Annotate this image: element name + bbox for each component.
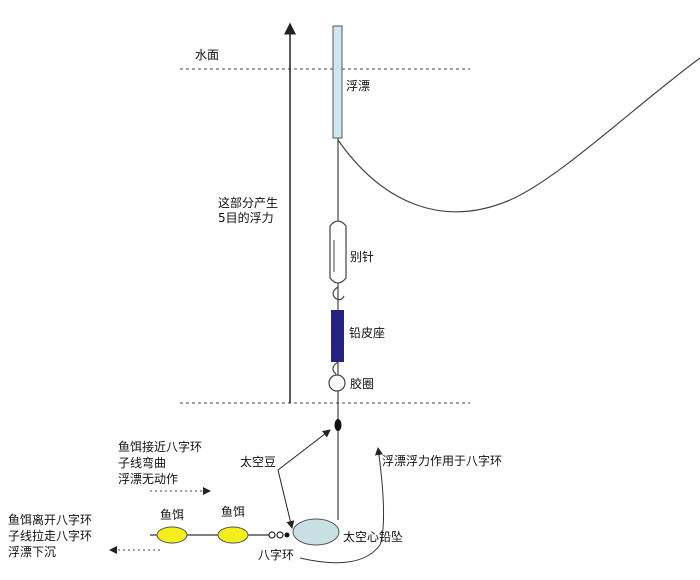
lead-holder-label: 铅皮座 [349, 326, 386, 340]
rubber-ring [328, 374, 346, 392]
space-bean [334, 419, 342, 431]
pin-label: 别针 [350, 250, 375, 264]
swivel-label: 八字环 [258, 548, 295, 562]
bait-away-line3: 浮漂下沉 [8, 545, 57, 559]
pin-hook [332, 286, 345, 301]
pin [329, 220, 347, 284]
rubber-ring-label: 胶圈 [350, 377, 375, 391]
rod-line-curve [337, 57, 700, 213]
bait-near-line3: 浮漂无动作 [118, 472, 179, 486]
bait-a-label: 鱼饵 [160, 508, 185, 522]
bait-b-label: 鱼饵 [221, 505, 246, 519]
swivel-dot [284, 532, 290, 538]
bait-b [217, 526, 249, 544]
water-surface-label: 水面 [195, 48, 220, 62]
bait-near-line2: 子线弯曲 [118, 456, 167, 470]
buoyancy-label-line2: 5目的浮力 [218, 211, 274, 225]
float-label: 浮漂 [346, 79, 371, 93]
space-bean-arrow-up [277, 429, 331, 471]
float-stick [332, 25, 343, 139]
space-bean-label: 太空豆 [240, 455, 277, 469]
bait-a [156, 526, 188, 544]
bait-near-line1: 鱼饵接近八字环 [118, 440, 203, 454]
swivel-ring-b [276, 531, 284, 539]
bait-away-line2: 子线拉走八字环 [8, 529, 93, 543]
space-bean-arrow-down [277, 469, 295, 529]
float-buoyancy-label: 浮漂浮力作用于八字环 [382, 454, 503, 468]
swivel-ring-a [268, 531, 276, 539]
buoyancy-label-line1: 这部分产生 [218, 196, 279, 210]
hollow-lead-label: 太空心铅坠 [343, 530, 404, 544]
hollow-lead [292, 518, 340, 546]
bait-away-line1: 鱼饵离开八字环 [8, 513, 93, 527]
lead-holder [331, 310, 344, 362]
lead-holder-hook [332, 361, 339, 375]
float-buoyancy-arrow [299, 447, 385, 564]
